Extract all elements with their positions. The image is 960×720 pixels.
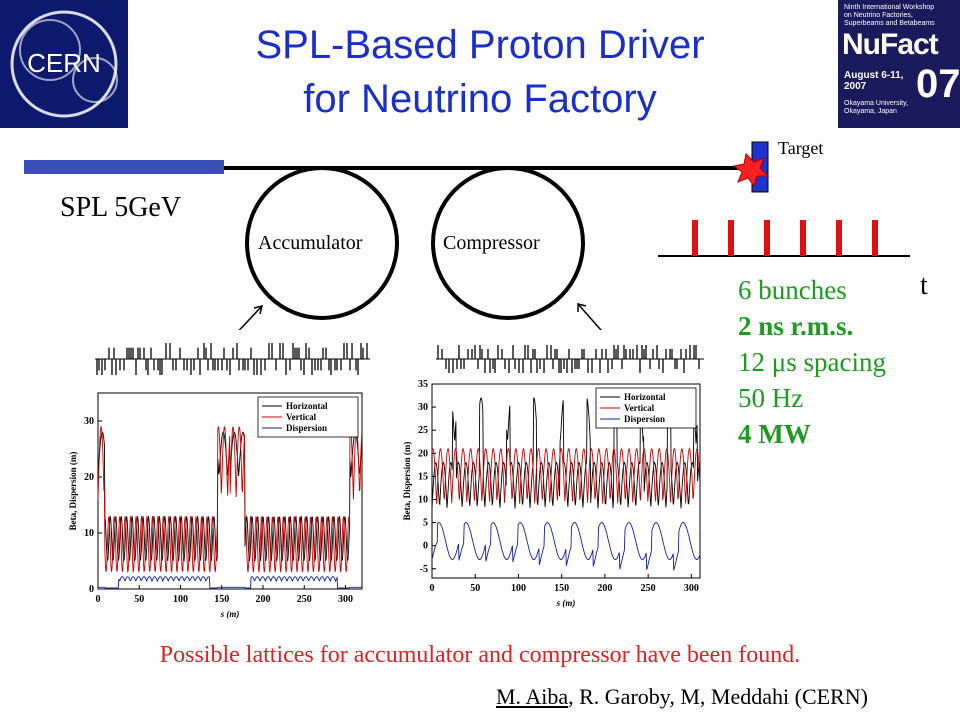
legend-label: Dispersion <box>286 423 327 433</box>
y-tick-label: 30 <box>84 416 94 427</box>
y-axis-label: Beta, Dispersion (m) <box>68 452 78 531</box>
spec-bunch-length: 2 ns r.m.s. <box>738 311 854 341</box>
nufact-dates: August 6-11, <box>844 70 904 81</box>
x-tick-label: 0 <box>96 594 101 605</box>
y-tick-label: 5 <box>423 518 428 529</box>
compressor-ring <box>431 166 585 320</box>
beamline-schematic <box>24 141 910 330</box>
y-axis-label: Beta, Dispersion (m) <box>402 442 412 521</box>
nufact-venue-1: Okayama University, <box>844 100 909 107</box>
x-tick-label: 250 <box>297 594 312 605</box>
conclusion-text: Possible lattices for accumulator and co… <box>159 642 801 668</box>
spec-bunches: 6 bunches <box>738 275 847 305</box>
series-line-dispersion <box>98 575 362 589</box>
linac-label: SPL 5GeV <box>60 192 182 223</box>
x-tick-label: 300 <box>684 583 699 594</box>
x-tick-label: 0 <box>430 583 435 594</box>
page-title-line-2: for Neutrino Factory <box>303 77 657 121</box>
arrow-accumulator <box>238 305 263 330</box>
author-credit: M. Aiba, R. Garoby, M, Meddahi (CERN) <box>496 684 868 710</box>
spec-rate: 50 Hz <box>738 383 804 413</box>
legend-label: Vertical <box>286 412 317 422</box>
legend-label: Horizontal <box>286 401 328 411</box>
x-axis-label: s (m) <box>220 609 240 619</box>
spec-power: 4 MW <box>738 419 811 449</box>
nufact-line-1: Ninth International Workshop <box>844 4 935 11</box>
y-tick-label: 35 <box>418 379 428 390</box>
legend-label: Horizontal <box>624 392 666 402</box>
x-axis-label: s (m) <box>556 598 576 608</box>
x-tick-label: 150 <box>554 583 569 594</box>
y-tick-label: 0 <box>89 584 94 595</box>
arrow-compressor <box>577 303 602 330</box>
y-tick-label: 0 <box>423 541 428 552</box>
x-tick-label: 50 <box>134 594 144 605</box>
legend-label: Vertical <box>624 403 655 413</box>
x-tick-label: 200 <box>256 594 271 605</box>
y-tick-label: 20 <box>84 472 94 483</box>
cern-logo-graphic: CERN <box>10 10 118 118</box>
accumulator-optics-chart: 0 50 100 150 200 250 300 0 10 20 30 s (m) Beta, Disp… <box>68 392 363 619</box>
cern-logo-text: CERN <box>27 48 101 78</box>
legend-label: Dispersion <box>624 414 665 424</box>
nufact-line-2: on Neutrino Factories, <box>844 12 913 19</box>
nufact-venue-2: Okayama, Japan <box>844 108 897 115</box>
beam-specs: 6 bunches 2 ns r.m.s. 12 μs spacing 50 H… <box>738 272 886 452</box>
spec-spacing: 12 μs spacing <box>738 347 886 377</box>
x-tick-label: 100 <box>173 594 188 605</box>
nufact-brand: NuFact <box>842 28 939 61</box>
x-tick-label: 250 <box>641 583 656 594</box>
series-line-vertical <box>97 424 363 574</box>
bunch-pulse <box>692 220 698 256</box>
x-tick-label: 100 <box>511 583 526 594</box>
x-tick-label: 300 <box>338 594 353 605</box>
x-tick-label: 200 <box>597 583 612 594</box>
nufact-logo: Ninth International Workshop on Neutrino… <box>838 0 960 128</box>
series-line-vertical <box>431 447 701 505</box>
nufact-year: 07 <box>916 62 960 106</box>
bunch-pulse <box>836 220 842 256</box>
y-tick-label: -5 <box>420 564 428 575</box>
y-tick-label: 10 <box>84 528 94 539</box>
accumulator-label: Accumulator <box>258 232 363 254</box>
bunch-pulse <box>872 220 878 256</box>
y-tick-label: 20 <box>418 448 428 459</box>
target-impact-icon <box>732 152 770 188</box>
y-tick-label: 10 <box>418 494 428 505</box>
y-tick-label: 25 <box>418 425 428 436</box>
bunch-pulse <box>764 220 770 256</box>
series-line-dispersion <box>431 522 701 571</box>
compressor-label: Compressor <box>443 232 540 254</box>
bunch-train <box>692 220 878 256</box>
bunch-pulse <box>800 220 806 256</box>
page-title-line-1: SPL-Based Proton Driver <box>255 23 705 67</box>
cern-logo: CERN <box>0 0 128 128</box>
linac-bar <box>24 160 224 174</box>
author-rest: , R. Garoby, M, Meddahi (CERN) <box>568 684 868 709</box>
compressor-lattice-strip <box>436 345 704 373</box>
time-axis-label: t <box>920 270 928 301</box>
nufact-year-small: 2007 <box>844 81 867 92</box>
author-first: M. Aiba <box>496 684 569 709</box>
target-label: Target <box>778 138 824 158</box>
y-tick-label: 15 <box>418 471 428 482</box>
bunch-pulse <box>728 220 734 256</box>
accumulator-ring <box>245 166 399 320</box>
accumulator-lattice-strip <box>95 343 370 375</box>
y-tick-label: 30 <box>418 402 428 413</box>
plot-frame <box>431 383 701 579</box>
nufact-line-3: Superbeams and Betabeams <box>844 20 935 27</box>
x-tick-label: 150 <box>214 594 229 605</box>
x-tick-label: 50 <box>470 583 480 594</box>
